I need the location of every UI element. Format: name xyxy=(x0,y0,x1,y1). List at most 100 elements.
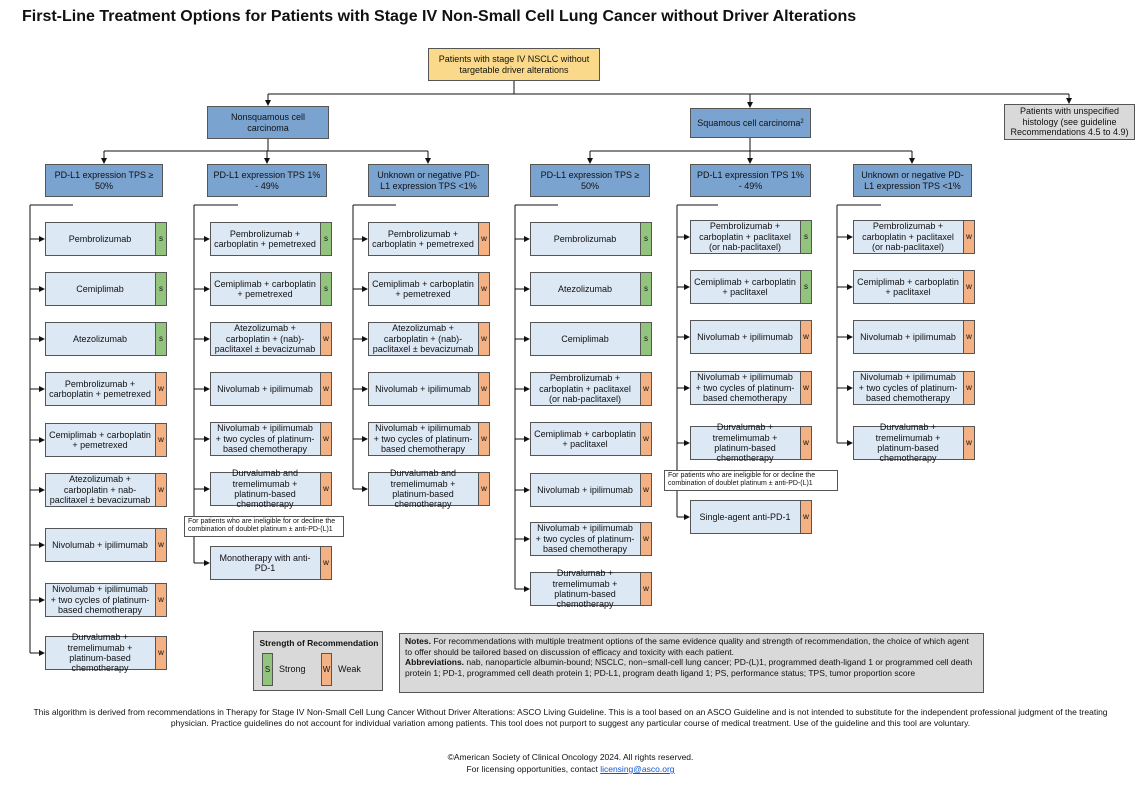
treatment-label: Atezolizumab xyxy=(557,283,613,294)
treatment-label: Atezolizumab + carboplatin + (nab)-pacli… xyxy=(372,323,474,355)
treatment-label: Durvalumab + tremelimumab + platinum-bas… xyxy=(552,568,618,610)
root-node: Patients with stage IV NSCLC without tar… xyxy=(428,48,600,81)
weak-badge: w xyxy=(800,321,811,353)
treatment-label: Cemiplimab + carboplatin + paclitaxel xyxy=(857,276,959,297)
weak-badge: w xyxy=(800,427,811,459)
treatment-option: Atezolizumab + carboplatin + (nab)-pacli… xyxy=(368,322,490,356)
treatment-option: Nivolumab + ipilimumab + two cycles of p… xyxy=(368,422,490,456)
notes-label: Notes. xyxy=(405,636,431,646)
treatment-label: Nivolumab + ipilimumab xyxy=(537,484,633,495)
weak-badge: w xyxy=(640,573,651,605)
treatment-option: Durvalumab + tremelimumab + platinum-bas… xyxy=(530,568,652,610)
weak-badge: w xyxy=(320,423,331,455)
treatment-option: Durvalumab and tremelimumab + platinum-b… xyxy=(210,468,332,509)
strong-badge: s xyxy=(155,223,166,255)
weak-badge: w xyxy=(478,223,489,255)
weak-badge: w xyxy=(800,372,811,404)
treatment-option: Pembrolizumab s xyxy=(45,222,167,256)
treatment-label: Cemiplimab + carboplatin + paclitaxel xyxy=(694,276,796,297)
treatment-label: Nivolumab + ipilimumab + two cycles of p… xyxy=(858,372,958,404)
treatment-label: Cemiplimab + carboplatin + paclitaxel xyxy=(534,428,636,449)
legend-panel: Strength of Recommendation S Strong W We… xyxy=(253,631,383,691)
unspecified-node: Patients with unspecified histology (see… xyxy=(1004,104,1135,140)
legend-title: Strength of Recommendation xyxy=(259,638,379,648)
treatment-label: Pembrolizumab + carboplatin + pemetrexed xyxy=(372,228,474,249)
strong-badge: s xyxy=(320,223,331,255)
licensing-prefix: For licensing opportunities, contact xyxy=(466,764,601,774)
treatment-label: Cemiplimab + carboplatin + pemetrexed xyxy=(372,278,474,299)
treatment-label: Cemiplimab + carboplatin + pemetrexed xyxy=(49,429,151,450)
treatment-label: Cemiplimab + carboplatin + pemetrexed xyxy=(214,278,316,299)
treatment-label: Nivolumab + ipilimumab xyxy=(860,331,956,342)
ns-pdl1-high-node: PD-L1 expression TPS ≥ 50% xyxy=(45,164,163,197)
licensing-email-link[interactable]: licensing@asco.org xyxy=(600,764,675,774)
ns-pdl1-mid-node: PD-L1 expression TPS 1% - 49% xyxy=(207,164,327,197)
treatment-option: Durvalumab + tremelimumab + platinum-bas… xyxy=(690,422,812,464)
weak-badge: w xyxy=(640,523,651,555)
abbreviations-label: Abbreviations. xyxy=(405,657,465,668)
weak-badge: w xyxy=(478,323,489,355)
notes-body: For recommendations with multiple treatm… xyxy=(405,636,969,657)
treatment-label: Pembrolizumab + carboplatin + paclitaxel… xyxy=(699,221,791,253)
treatment-label: Single-agent anti-PD-1 xyxy=(699,511,791,522)
treatment-option: Durvalumab + tremelimumab + platinum-bas… xyxy=(45,632,167,673)
weak-badge: w xyxy=(155,529,166,561)
treatment-option: Nivolumab + ipilimumab + two cycles of p… xyxy=(45,583,167,617)
sq-ineligible-note: For patients who are ineligible for or d… xyxy=(664,470,838,491)
ns-ineligible-note: For patients who are ineligible for or d… xyxy=(184,516,344,537)
weak-badge: w xyxy=(155,474,166,506)
weak-badge: w xyxy=(640,373,651,405)
treatment-option: Nivolumab + ipilimumab + two cycles of p… xyxy=(690,371,812,405)
footer-copyright: ©American Society of Clinical Oncology 2… xyxy=(447,752,694,762)
treatment-label: Atezolizumab xyxy=(72,333,128,344)
treatment-option: Nivolumab + ipilimumab + two cycles of p… xyxy=(210,422,332,456)
treatment-label: Durvalumab + tremelimumab + platinum-bas… xyxy=(712,422,778,464)
weak-badge: w xyxy=(478,273,489,305)
treatment-option: Pembrolizumab + carboplatin + pemetrexed… xyxy=(368,222,490,256)
weak-badge: w xyxy=(478,423,489,455)
treatment-label: Pembrolizumab xyxy=(68,233,132,244)
nonsquamous-node: Nonsquamous cell carcinoma xyxy=(207,106,329,139)
treatment-label: Pembrolizumab + carboplatin + paclitaxel… xyxy=(862,221,954,253)
legend-strong-label: Strong xyxy=(279,664,306,674)
treatment-option: Durvalumab and tremelimumab + platinum-b… xyxy=(368,468,490,509)
abbreviations-body: nab, nanoparticle albumin-bound; NSCLC, … xyxy=(405,657,973,678)
weak-badge: w xyxy=(155,373,166,405)
abbreviations-text: Abbreviations. nab, nanoparticle albumin… xyxy=(405,657,978,678)
footer-licensing: For licensing opportunities, contact lic… xyxy=(0,764,1141,775)
treatment-label: Pembrolizumab + carboplatin + pemetrexed xyxy=(214,228,316,249)
treatment-label: Pembrolizumab xyxy=(553,233,617,244)
treatment-label: Nivolumab + ipilimumab + two cycles of p… xyxy=(50,584,150,616)
treatment-label: Cemiplimab xyxy=(561,333,609,344)
treatment-label: Nivolumab + ipilimumab + two cycles of p… xyxy=(695,372,795,404)
treatment-label: Pembrolizumab + carboplatin + paclitaxel… xyxy=(539,373,631,405)
treatment-option: Atezolizumab s xyxy=(45,322,167,356)
weak-badge: w xyxy=(155,424,166,456)
strong-badge: s xyxy=(640,323,651,355)
strong-badge: s xyxy=(155,273,166,305)
treatment-label: Monotherapy with anti-PD-1 xyxy=(219,552,311,573)
notes-text: Notes. For recommendations with multiple… xyxy=(405,636,978,657)
weak-badge: w xyxy=(320,473,331,505)
treatment-option: Atezolizumab + carboplatin + (nab)-pacli… xyxy=(210,322,332,356)
strong-badge: s xyxy=(155,323,166,355)
squamous-footnote: 2 xyxy=(800,119,804,126)
ns-pdl1-neg-node: Unknown or negative PD-L1 expression TPS… xyxy=(368,164,489,197)
sq-pdl1-mid-node: PD-L1 expression TPS 1% - 49% xyxy=(690,164,811,197)
